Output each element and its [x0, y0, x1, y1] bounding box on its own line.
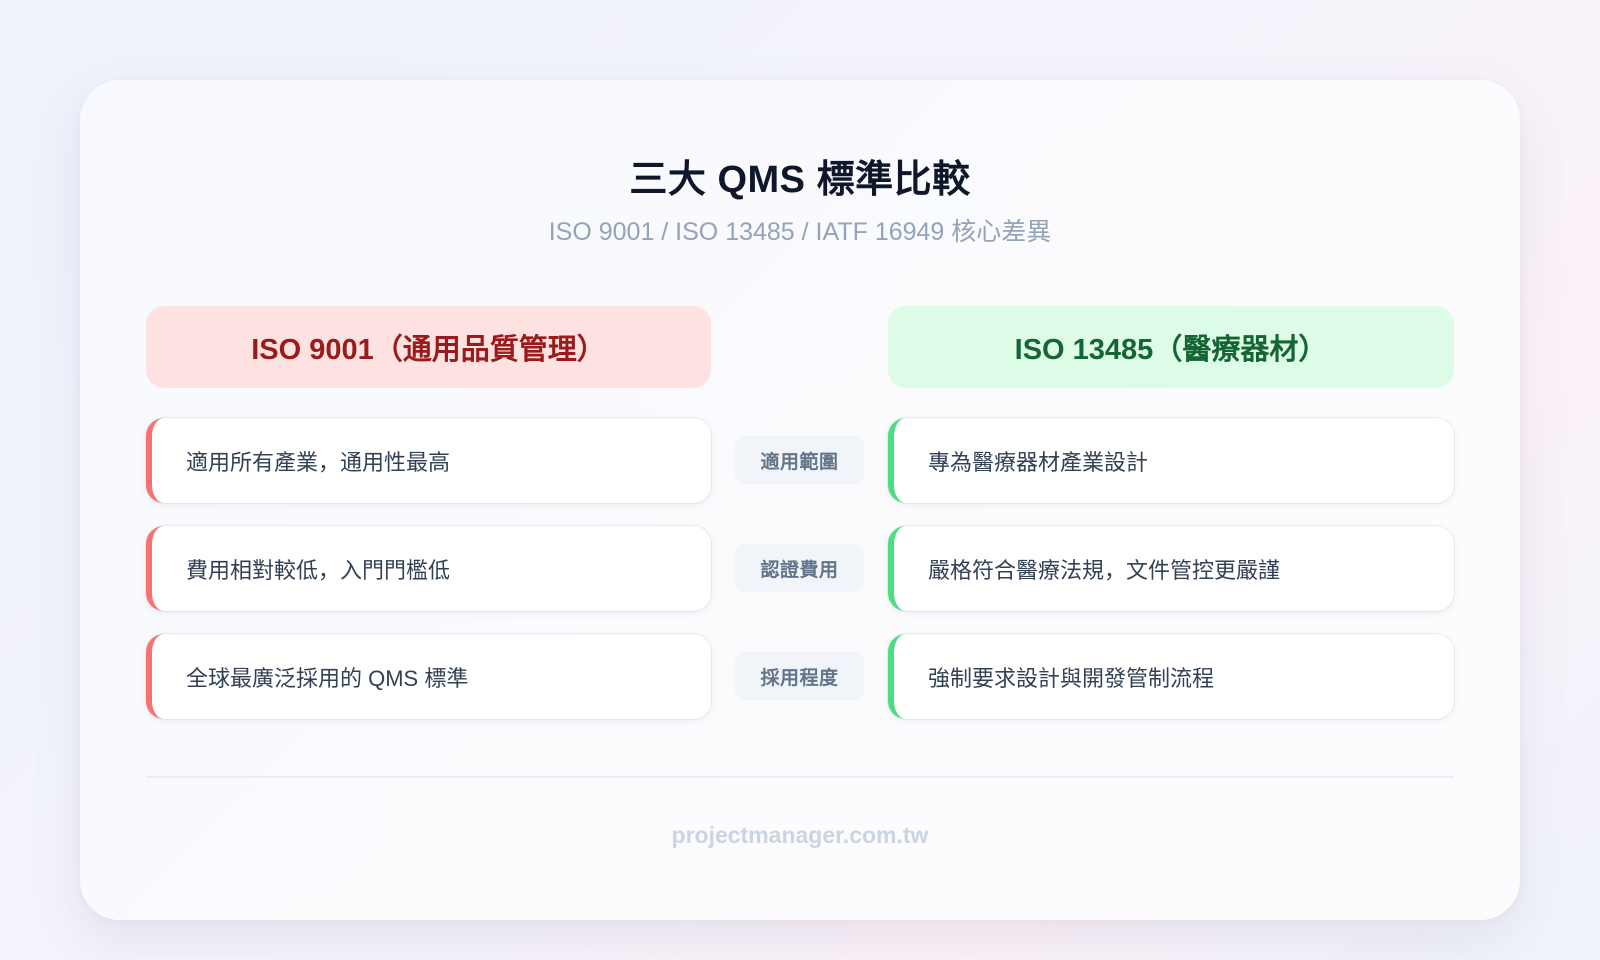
category-label-adoption: 採用程度 [735, 652, 864, 700]
iso13485-item-scope: 專為醫療器材產業設計 [888, 418, 1454, 503]
comparison-card: 三大 QMS 標準比較 ISO 9001 / ISO 13485 / IATF … [80, 80, 1520, 920]
iso13485-item-cost: 嚴格符合醫療法規，文件管控更嚴謹 [888, 526, 1454, 611]
category-label-cost: 認證費用 [735, 544, 864, 592]
footer-site-label: projectmanager.com.tw [671, 822, 929, 848]
footer-divider [146, 776, 1454, 778]
iso9001-item-cost: 費用相對較低，入門門檻低 [146, 526, 711, 611]
category-label-scope: 適用範圍 [735, 436, 864, 484]
iso9001-item-scope: 適用所有產業，通用性最高 [146, 418, 711, 503]
iso13485-header: ISO 13485（醫療器材） [888, 306, 1454, 388]
iso9001-item-adoption: 全球最廣泛採用的 QMS 標準 [146, 634, 711, 719]
iso13485-item-adoption: 強制要求設計與開發管制流程 [888, 634, 1454, 719]
page-title: 三大 QMS 標準比較 [629, 159, 971, 201]
iso9001-header: ISO 9001（通用品質管理） [146, 306, 711, 388]
page-subtitle: ISO 9001 / ISO 13485 / IATF 16949 核心差異 [548, 218, 1052, 246]
